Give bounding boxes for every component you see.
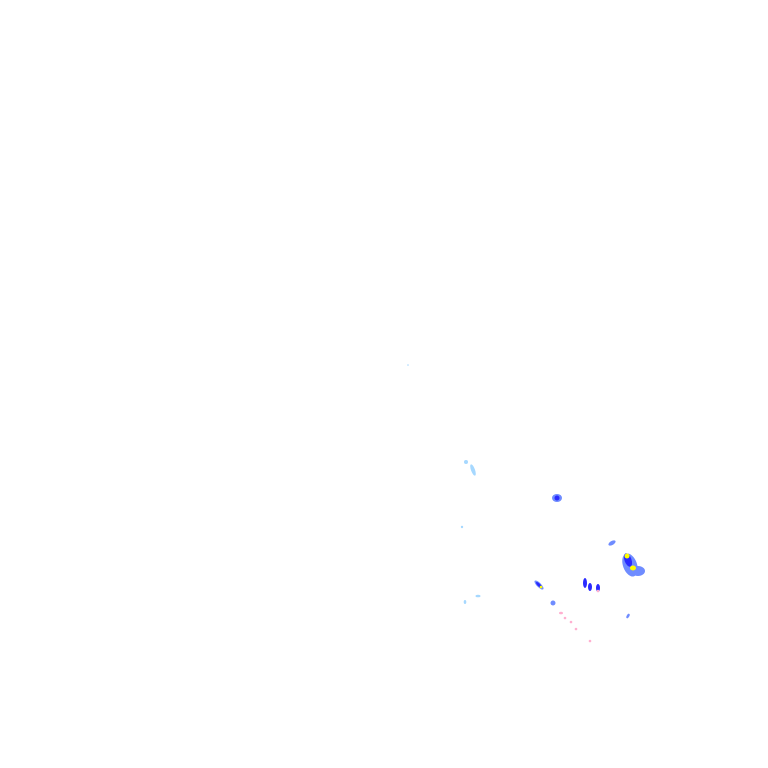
radar-echo — [460, 525, 464, 529]
radar-echo — [588, 639, 592, 643]
radar-echo — [608, 540, 616, 546]
radar-echo — [407, 364, 409, 366]
radar-echo — [464, 460, 468, 464]
radar-echo — [588, 583, 592, 591]
radar-echo — [630, 565, 636, 571]
radar-echo — [626, 613, 630, 619]
radar-echo — [470, 464, 476, 476]
radar-echo — [550, 600, 556, 606]
radar-echo — [569, 620, 573, 624]
radar-echo — [539, 585, 543, 589]
radar-echo — [559, 611, 563, 615]
radar-echo — [475, 594, 481, 598]
radar-echo — [563, 616, 567, 620]
radar-echo — [583, 578, 587, 588]
radar-echo — [574, 627, 578, 631]
radar-echo — [596, 584, 600, 592]
echo-cells — [407, 364, 645, 643]
radar-echo — [596, 589, 600, 593]
radar-echo — [554, 495, 560, 501]
radar-echo — [624, 553, 630, 559]
radar-echo — [463, 600, 467, 604]
